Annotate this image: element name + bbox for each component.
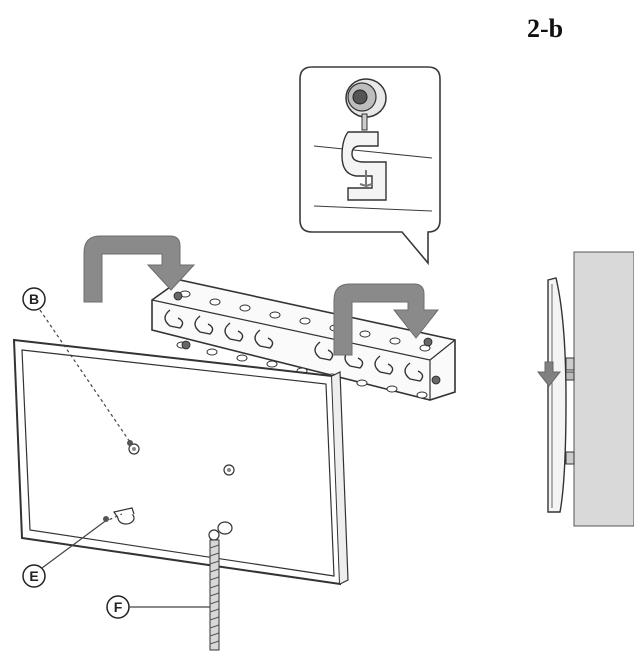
callout-b: B bbox=[22, 287, 133, 446]
hook-detail-callout bbox=[299, 66, 441, 266]
side-view bbox=[536, 251, 634, 527]
svg-text:B: B bbox=[29, 291, 39, 307]
screw-f-icon bbox=[209, 539, 220, 651]
right-hang-arrow bbox=[333, 283, 440, 356]
left-hang-arrow bbox=[83, 235, 196, 303]
tv-side-profile bbox=[547, 277, 567, 513]
svg-text:F: F bbox=[114, 599, 123, 615]
wall bbox=[573, 251, 634, 527]
spacer-icon bbox=[113, 507, 135, 525]
roller-icon bbox=[345, 78, 387, 131]
down-arrow-icon bbox=[536, 361, 562, 387]
hook-slot-icon bbox=[341, 131, 387, 201]
wall-bracket bbox=[151, 279, 456, 401]
svg-text:E: E bbox=[29, 568, 38, 584]
stand-mount-hole-icon bbox=[208, 521, 233, 541]
callout-e: E bbox=[22, 513, 123, 588]
tv-panel-back bbox=[12, 338, 349, 586]
step-number: 2-b bbox=[527, 14, 564, 43]
callout-f: F bbox=[106, 595, 210, 619]
